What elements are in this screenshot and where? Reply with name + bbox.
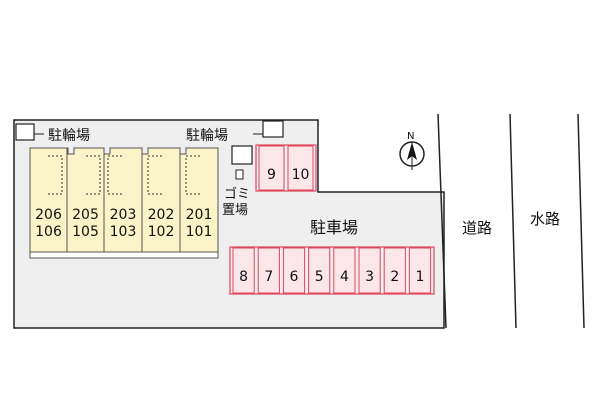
parking-slot-8: [232, 247, 255, 294]
parking-slot-number-10: 10: [292, 167, 310, 183]
unit-label-101: 101: [186, 224, 213, 240]
unit-label-203: 203: [110, 207, 137, 223]
parking-slot-2: [383, 247, 406, 294]
parking-slot-9: [258, 145, 285, 191]
unit-label-206: 206: [35, 207, 62, 223]
parking-slot-number-3: 3: [365, 269, 374, 285]
garbage-bin-icon: [235, 169, 244, 180]
parking-slot-number-9: 9: [267, 167, 276, 183]
road-edge-line: [437, 113, 447, 329]
unit-label-105: 105: [72, 224, 99, 240]
garbage-area-label-line1: ゴミ: [224, 186, 250, 202]
road-water-divider-line: [509, 113, 517, 329]
parking-slot-3: [358, 247, 381, 294]
road-label: 道路: [462, 219, 492, 237]
bike-parking-box-left: [15, 123, 35, 141]
unit-label-205: 205: [72, 207, 99, 223]
garbage-area-box: [231, 145, 253, 165]
parking-slot-6: [282, 247, 306, 294]
parking-slot-number-5: 5: [315, 269, 324, 285]
unit-label-103: 103: [110, 224, 137, 240]
building-foundation: [29, 251, 219, 259]
parking-slot-5: [308, 247, 331, 294]
parking-group-top: [255, 144, 317, 192]
unit-label-106: 106: [35, 224, 62, 240]
parking-slot-number-7: 7: [264, 269, 273, 285]
parking-slot-number-1: 1: [416, 269, 425, 285]
parking-slot-number-4: 4: [340, 269, 349, 285]
bike-parking-box-right: [262, 120, 284, 138]
waterway-edge-line: [577, 113, 585, 329]
garbage-area-label-line2: 置場: [222, 203, 248, 218]
parking-slot-4: [333, 247, 356, 294]
parking-slot-number-8: 8: [239, 269, 248, 285]
unit-label-201: 201: [186, 207, 213, 223]
north-label: N: [407, 131, 414, 142]
parking-slot-1: [408, 247, 432, 294]
parking-slot-number-2: 2: [390, 269, 399, 285]
parking-slot-number-6: 6: [290, 269, 299, 285]
bike-parking-label-right: 駐輪場: [186, 127, 228, 144]
parking-slot-7: [257, 247, 280, 294]
parking-slot-10: [287, 145, 314, 191]
unit-label-202: 202: [148, 207, 175, 223]
bike-parking-label-left: 駐輪場: [48, 127, 90, 144]
waterway-label: 水路: [530, 210, 560, 228]
car-parking-label: 駐車場: [310, 218, 358, 237]
parking-group-bottom: [229, 246, 435, 295]
unit-label-102: 102: [148, 224, 175, 240]
north-arrow: [399, 141, 425, 170]
